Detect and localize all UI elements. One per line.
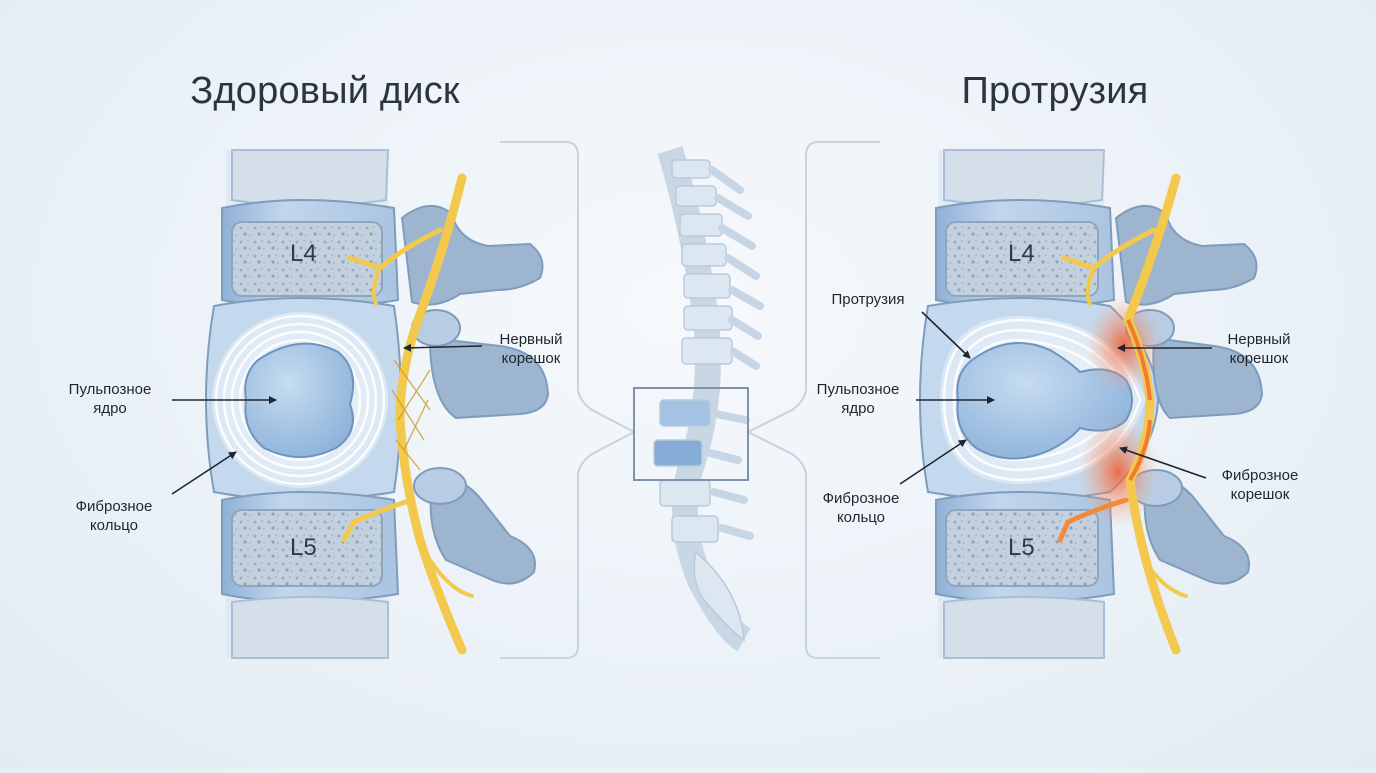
lower-partial-vertebra-right [943, 596, 1105, 659]
vertebra-label-l4-left: L4 [290, 240, 317, 267]
spinous-process-middle-right [1152, 336, 1264, 420]
leader-fibrous-root [1119, 446, 1207, 479]
label-healthy-annulus: Фиброзное кольцо [75, 498, 153, 534]
vertebra-label-l5-right: L5 [1008, 534, 1035, 561]
spinous-processes [702, 166, 764, 540]
protrusion-illustration [919, 149, 1264, 659]
healthy-disc-illustration [205, 149, 550, 659]
leader-healthy-nerve [403, 343, 483, 352]
nerve-plexus [391, 359, 431, 471]
vertebra-label-l4-right: L4 [1008, 240, 1035, 267]
leader-protrusion-annulus [899, 439, 967, 485]
inflammation-glow-lower [1078, 416, 1158, 528]
compressed-nerve [1057, 173, 1188, 655]
healthy-title: Здоровый диск [190, 70, 460, 112]
label-protrusion-annulus: Фиброзное кольцо [822, 490, 900, 526]
label-healthy-nucleus: Пульпозное ядро [68, 381, 152, 417]
facet-joint-lower [413, 467, 467, 505]
spinous-process-middle [428, 336, 550, 420]
label-fibrous-root: Фиброзное корешок [1221, 467, 1299, 503]
label-healthy-nerve-root: Нервный корешок [499, 331, 563, 367]
leader-protrusion [921, 311, 971, 359]
vertebra-label-l5-left: L5 [290, 534, 317, 561]
healthy-nerve [341, 173, 474, 655]
annulus-rings [214, 314, 386, 486]
label-protrusion: Протрузия [831, 291, 905, 308]
label-protrusion-nucleus: Пульпозное ядро [816, 381, 900, 417]
label-protrusion-nerve-root: Нервный корешок [1227, 331, 1291, 367]
upper-partial-vertebra-right [943, 149, 1106, 207]
spine-column [653, 146, 752, 652]
focus-box [633, 387, 749, 481]
leader-healthy-annulus [171, 451, 237, 495]
protrusion-title: Протрузия [961, 70, 1149, 112]
spine-overview [500, 141, 880, 659]
spinous-process-upper [400, 205, 544, 306]
upper-partial-vertebra [231, 149, 390, 207]
spinous-process-lower [429, 478, 536, 585]
spinous-process-lower-right [1143, 478, 1250, 585]
lower-partial-vertebra [231, 596, 389, 659]
label-leaders [171, 311, 1212, 495]
